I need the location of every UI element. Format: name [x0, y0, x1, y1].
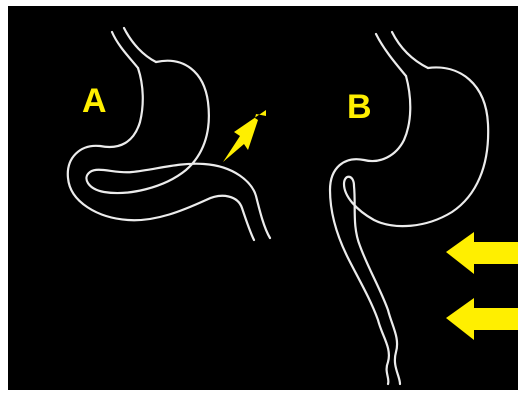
arrow-b-lower-icon: [446, 298, 518, 340]
stomach-a-esophagus-left: [112, 32, 138, 68]
stomach-drawings: [8, 6, 518, 390]
arrows: [223, 110, 518, 340]
label-b: B: [347, 90, 372, 124]
outline-group: [68, 28, 488, 384]
arrow-b-upper-icon: [446, 232, 518, 274]
arrow-a-icon: [223, 110, 266, 162]
diagram-panel: A B: [8, 6, 518, 390]
label-a: A: [82, 84, 107, 118]
stomach-b-esophagus-right: [392, 32, 428, 68]
stomach-b-esophagus-left: [376, 34, 406, 76]
